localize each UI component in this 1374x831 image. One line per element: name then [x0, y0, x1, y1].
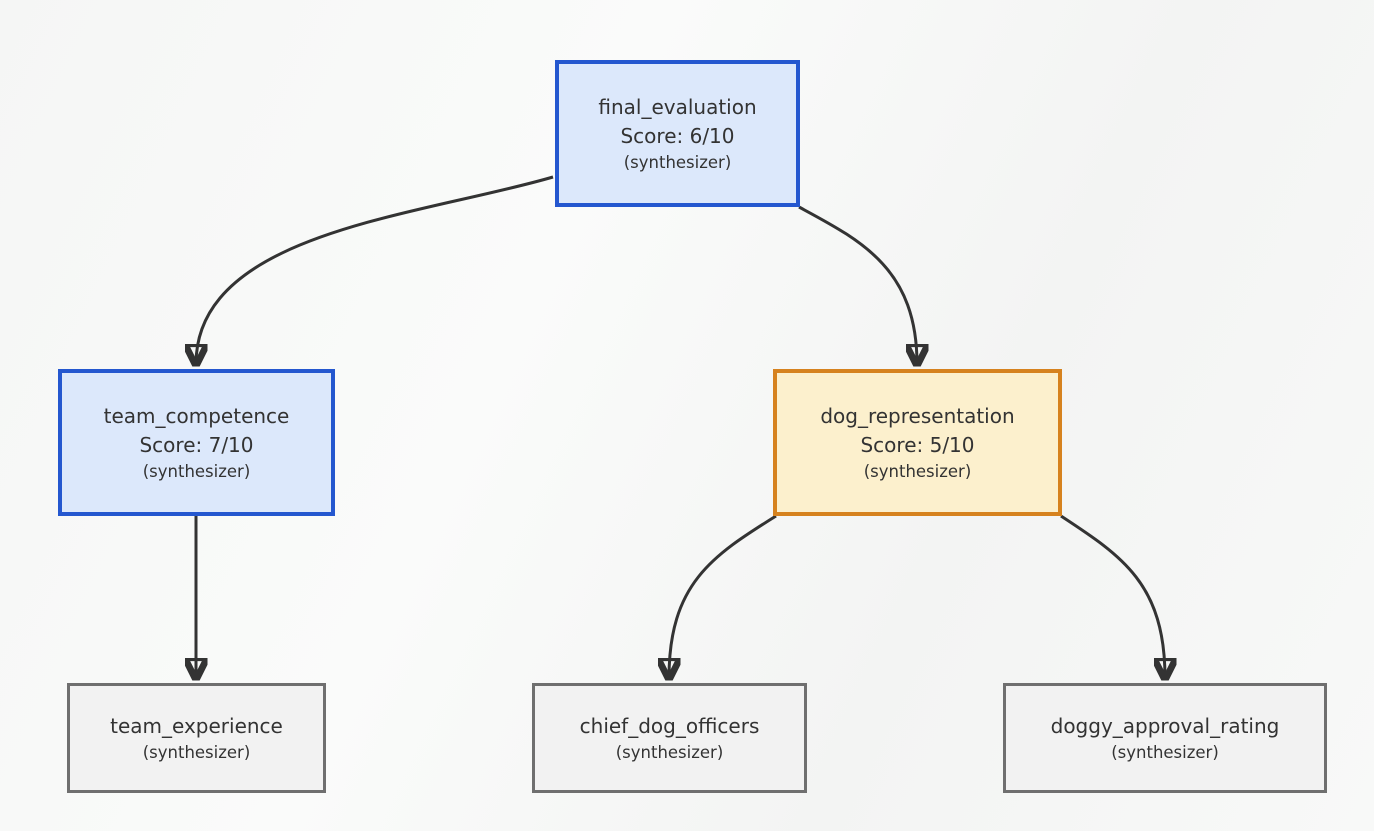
node-title: team_competence	[103, 403, 290, 428]
node-title: dog_representation	[820, 403, 1015, 428]
node-subtitle: (synthesizer)	[623, 152, 732, 172]
node-score: Score: 5/10	[860, 432, 975, 457]
node-title: team_experience	[110, 713, 283, 738]
node-final-evaluation[interactable]: final_evaluation Score: 6/10 (synthesize…	[555, 60, 800, 207]
node-subtitle: (synthesizer)	[1111, 742, 1219, 762]
node-team-experience[interactable]: team_experience (synthesizer)	[67, 683, 326, 793]
node-team-competence[interactable]: team_competence Score: 7/10 (synthesizer…	[58, 369, 335, 516]
edge-dog-representation-to-chief-dog-officers	[669, 514, 777, 678]
edge-dog-representation-to-doggy-approval-rating	[1060, 514, 1165, 678]
edge-final-evaluation-to-dog-representation	[798, 205, 917, 364]
node-score: Score: 6/10	[620, 123, 735, 148]
node-subtitle: (synthesizer)	[615, 742, 724, 762]
node-subtitle: (synthesizer)	[142, 742, 251, 762]
node-title: final_evaluation	[598, 94, 757, 119]
node-doggy-approval-rating[interactable]: doggy_approval_rating (synthesizer)	[1003, 683, 1327, 793]
node-subtitle: (synthesizer)	[142, 461, 251, 481]
edge-final-evaluation-to-team-competence	[196, 175, 554, 364]
node-dog-representation[interactable]: dog_representation Score: 5/10 (synthesi…	[773, 369, 1062, 516]
node-title: chief_dog_officers	[579, 713, 760, 738]
node-title: doggy_approval_rating	[1050, 713, 1280, 738]
node-subtitle: (synthesizer)	[863, 461, 972, 481]
node-chief-dog-officers[interactable]: chief_dog_officers (synthesizer)	[532, 683, 807, 793]
node-score: Score: 7/10	[139, 432, 254, 457]
